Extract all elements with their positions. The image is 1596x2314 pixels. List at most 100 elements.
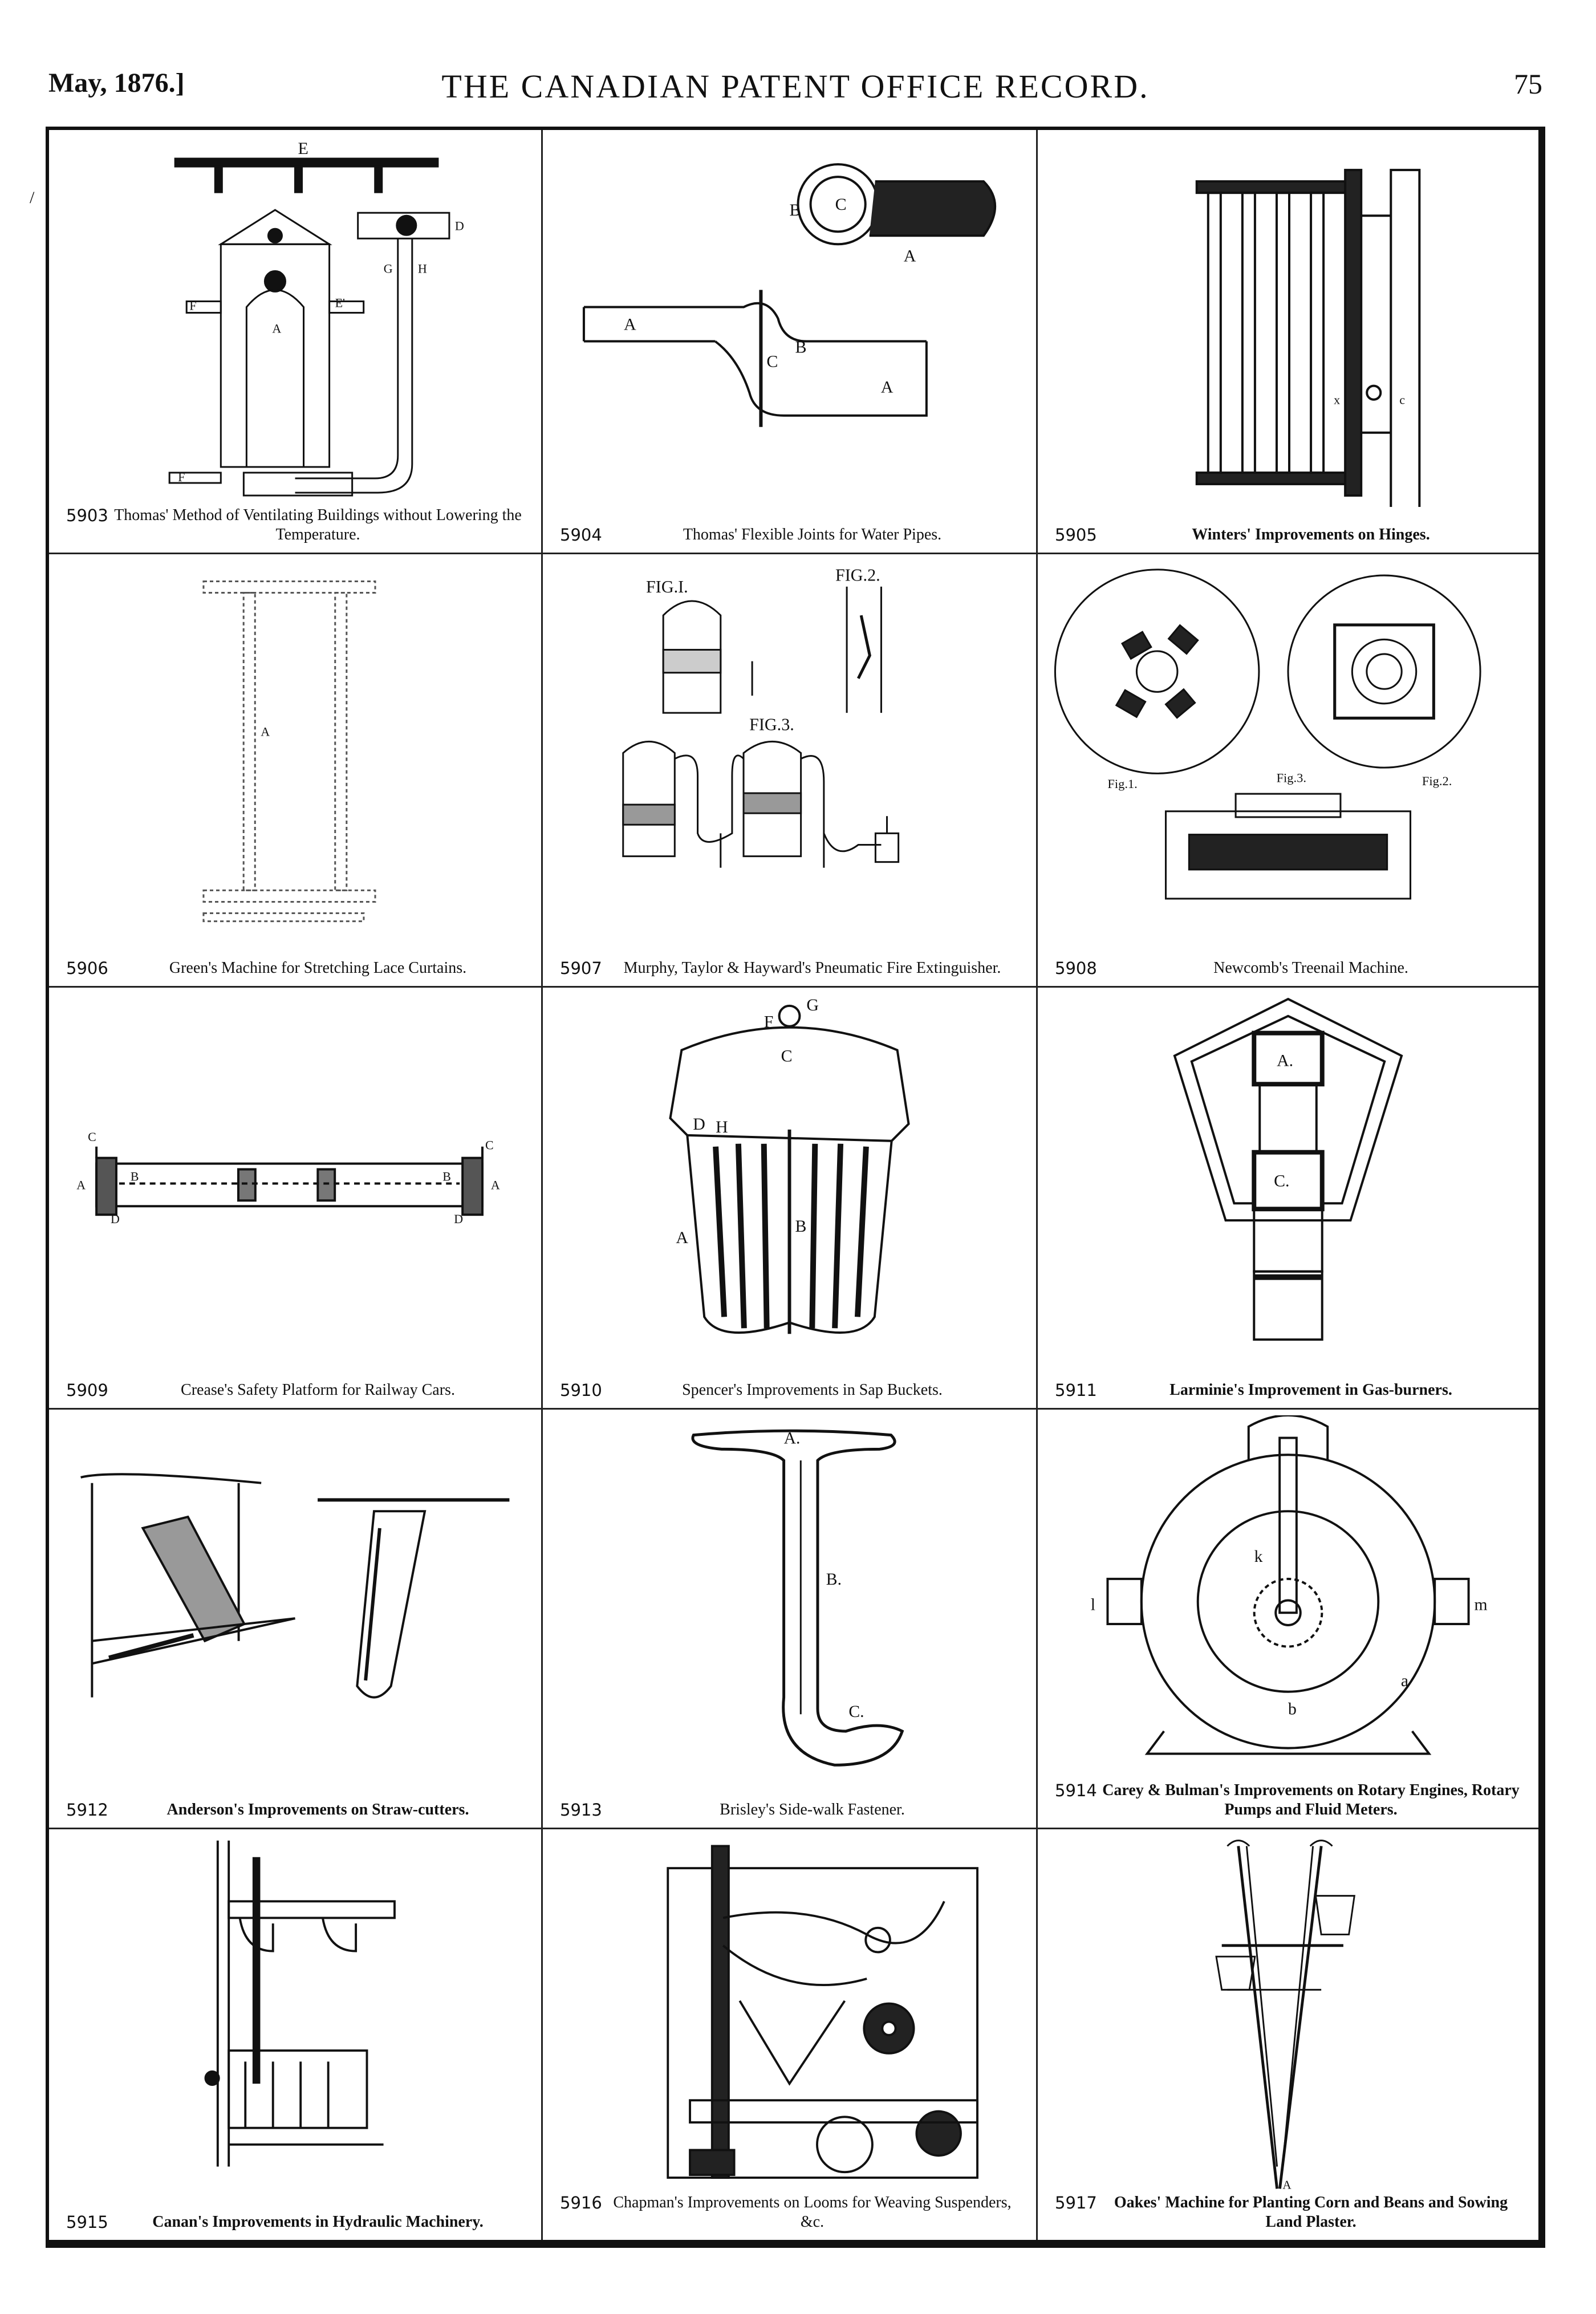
corn-planter-drawing: A [1215, 1840, 1355, 2191]
label-c: C [781, 1046, 793, 1065]
patent-number: 5914 [1055, 1781, 1097, 1800]
patent-cell-5906: A 5906 Green's Machine for Stretching La… [49, 554, 543, 988]
caption-5914: 5914 Carey & Bulman's Improvements on Ro… [1055, 1781, 1527, 1820]
patent-cell-5917: A 5917 Oakes' Machine for Planting Corn … [1038, 1829, 1538, 2240]
caption-5903: 5903 Thomas' Method of Ventilating Build… [66, 506, 530, 545]
figure-sap-bucket: G F C D H A B [549, 993, 1030, 1362]
figure-suspender-loom [549, 1835, 1030, 2194]
publication-title: THE CANADIAN PATENT OFFICE RECORD. [441, 68, 1150, 105]
label-f: F [764, 1013, 774, 1032]
caption-5907: 5907 Murphy, Taylor & Hayward's Pneumati… [560, 959, 1025, 978]
caption-5908: 5908 Newcomb's Treenail Machine. [1055, 959, 1527, 978]
patent-title: Green's Machine for Stretching Lace Curt… [169, 959, 467, 977]
figure-hinge: c x [1043, 136, 1533, 507]
figure-ventilating-building: E D A E' F F G H [55, 136, 535, 507]
page-number: 75 [1514, 68, 1542, 100]
label-b1: B [790, 201, 801, 220]
figure-gas-burner: A. C. [1043, 993, 1533, 1362]
patent-number: 5911 [1055, 1381, 1097, 1400]
patent-title: Thomas' Flexible Joints for Water Pipes. [683, 526, 942, 543]
patent-title: Crease's Safety Platform for Railway Car… [181, 1381, 455, 1399]
label-d2: D [454, 1212, 463, 1226]
suspender-loom-drawing [667, 1845, 978, 2179]
patent-number: 5904 [560, 525, 602, 545]
label-c: C. [848, 1703, 864, 1721]
issue-date: May, 1876.] [48, 68, 185, 98]
ceiling-beam [174, 157, 439, 168]
patent-title: Oakes' Machine for Planting Corn and Bea… [1114, 2194, 1508, 2231]
figure-fire-extinguisher: FIG.I. FIG.2. FIG.3. [549, 560, 1030, 940]
label-fig2: FIG.2. [835, 566, 880, 585]
patent-cell-5911: A. C. 5911 Larminie's Improvement in Gas… [1038, 988, 1538, 1410]
page-header: May, 1876.] THE CANADIAN PATENT OFFICE R… [48, 67, 1542, 113]
patent-cell-5908: Fig.1. Fig.2. Fig.3. 5908 Newcomb's Tree… [1038, 554, 1538, 988]
patent-title: Winters' Improvements on Hinges. [1192, 526, 1430, 543]
label-e-prime: E' [335, 295, 345, 310]
label-l: l [1091, 1596, 1095, 1614]
patent-cell-5913: A. B. C. 5913 Brisley's Side-walk Fasten… [543, 1410, 1038, 1829]
patent-title: Thomas' Method of Ventilating Buildings … [114, 506, 522, 543]
label-c1: C [88, 1130, 96, 1144]
label-fig3: FIG.3. [749, 715, 794, 734]
patent-cell-5904: A A A B B C C 5904 Thomas' Flexible Join… [543, 130, 1038, 554]
caption-5909: 5909 Crease's Safety Platform for Railwa… [66, 1381, 530, 1400]
label-b1: B [131, 1169, 139, 1183]
figure-straw-cutter [55, 1415, 535, 1782]
label-fig2: Fig.2. [1422, 774, 1452, 788]
figure-flexible-joint: A A A B B C C [549, 136, 1030, 507]
patent-plate-frame: E D A E' F F G H 5903 Thomas' Method of … [46, 127, 1545, 2248]
flexible-joint-drawing: A A A B B C C [582, 163, 996, 427]
label-e: E [298, 139, 308, 158]
label-a1: A [76, 1178, 86, 1192]
patent-title: Newcomb's Treenail Machine. [1213, 959, 1408, 977]
label-c1: C [835, 195, 847, 214]
patent-title: Murphy, Taylor & Hayward's Pneumatic Fir… [623, 959, 1001, 977]
label-a2: A [491, 1178, 500, 1192]
patent-number: 5916 [560, 2193, 602, 2212]
figure-lace-stretcher: A [55, 560, 535, 940]
label-a1: A [624, 315, 636, 334]
label-d: D [455, 218, 464, 233]
label-a: A. [784, 1429, 801, 1447]
label-g: G [806, 996, 819, 1014]
patent-cell-5909: C C A A D D B B 5909 Crease's Safety Pla… [49, 988, 543, 1410]
caption-5913: 5913 Brisley's Side-walk Fastener. [560, 1800, 1025, 1820]
patent-cell-5910: G F C D H A B 5910 Spencer's Improvement… [543, 988, 1038, 1410]
label-h: H [418, 261, 427, 275]
patent-title: Brisley's Side-walk Fastener. [720, 1801, 905, 1818]
label-b2: B [442, 1169, 451, 1183]
treenail-machine-drawing: Fig.1. Fig.2. Fig.3. [1054, 569, 1481, 900]
label-a3: A [881, 378, 894, 397]
patent-title: Chapman's Improvements on Looms for Weav… [613, 2194, 1012, 2231]
caption-5916: 5916 Chapman's Improvements on Looms for… [560, 2193, 1025, 2232]
label-b: b [1288, 1700, 1297, 1718]
patent-title: Carey & Bulman's Improvements on Rotary … [1102, 1781, 1520, 1818]
patent-grid: E D A E' F F G H 5903 Thomas' Method of … [49, 130, 1538, 2240]
figure-safety-platform: C C A A D D B B [55, 993, 535, 1362]
label-f: F [189, 298, 196, 312]
patent-title: Larminie's Improvement in Gas-burners. [1169, 1381, 1452, 1399]
label-a: a [1401, 1672, 1408, 1690]
label-fig3: Fig.3. [1277, 771, 1306, 785]
sidewalk-fastener-drawing: A. B. C. [691, 1429, 904, 1767]
patent-title: Anderson's Improvements on Straw-cutters… [166, 1801, 469, 1818]
patent-cell-5905: c x 5905 Winters' Improvements on Hinges… [1038, 130, 1538, 554]
hydraulic-machinery-drawing [204, 1840, 396, 2167]
figure-rotary-engine: l m a b k [1043, 1415, 1533, 1782]
label-f2: F [178, 470, 185, 484]
label-d1: D [111, 1212, 120, 1226]
label-c: C. [1274, 1171, 1289, 1190]
caption-5911: 5911 Larminie's Improvement in Gas-burne… [1055, 1381, 1527, 1400]
patent-number: 5913 [560, 1800, 602, 1820]
patent-number: 5912 [66, 1800, 108, 1820]
patent-title: Canan's Improvements in Hydraulic Machin… [152, 2213, 484, 2231]
label-a: A [1282, 2178, 1292, 2191]
label-c2: C [766, 352, 778, 371]
patent-cell-5916: 5916 Chapman's Improvements on Looms for… [543, 1829, 1038, 2240]
label-fig1: Fig.1. [1107, 777, 1137, 791]
margin-mark: / [30, 188, 35, 207]
hinge-drawing: c x [1195, 169, 1421, 507]
label-a2: A [904, 246, 916, 265]
label-c2: C [485, 1138, 494, 1152]
label-d: D [693, 1115, 705, 1134]
